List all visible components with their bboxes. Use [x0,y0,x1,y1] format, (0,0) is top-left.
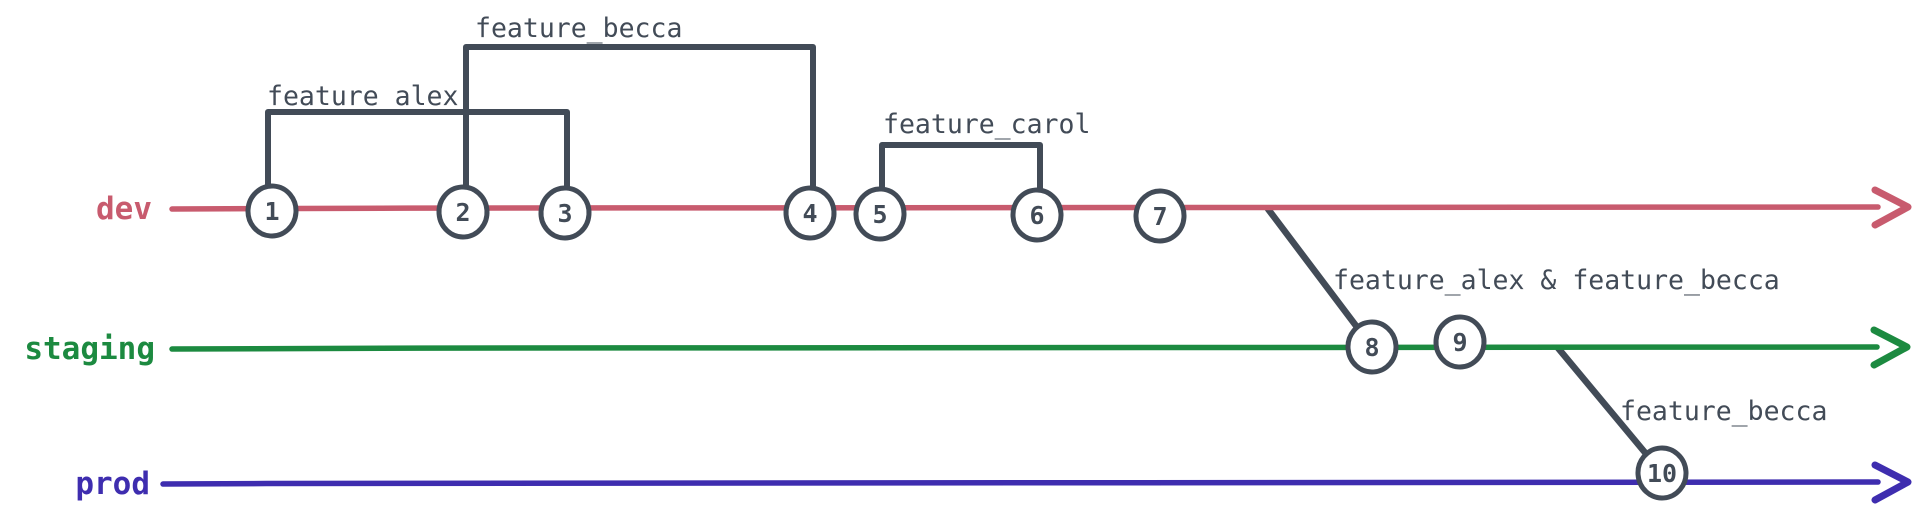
branch-label-prod: prod [75,466,150,502]
feature-bracket [879,142,1043,194]
commit-number-2: 2 [455,198,470,227]
feature-bracket-label: feature_becca [475,13,682,44]
commit-number-8: 8 [1364,333,1379,362]
commit-number-9: 9 [1452,328,1467,357]
feature-bracket-label: feature_alex [267,81,458,112]
branch-line-dev [169,204,1881,212]
commit-node-5 [853,186,907,242]
commit-number-6: 6 [1029,201,1044,230]
commit-node-6 [1010,187,1064,243]
commit-number-1: 1 [264,197,279,226]
feature-bracket [265,109,570,192]
commit-node-7 [1133,188,1187,244]
commit-node-4 [783,185,837,241]
commit-node-3 [538,185,592,241]
commit-node-8 [1345,319,1399,375]
commit-node-1 [245,183,299,239]
commit-node-9 [1433,314,1487,370]
feature-bracket [463,44,816,192]
branch-line-staging [169,344,1880,352]
commit-node-2 [436,184,490,240]
merge-label: feature_alex & feature_becca [1333,265,1780,296]
commit-number-7: 7 [1152,202,1167,231]
commit-node-10 [1635,445,1689,501]
arrow-icon-prod [1871,461,1912,504]
branch-label-dev: dev [96,191,152,227]
commit-number-3: 3 [557,199,572,228]
merge-label: feature_becca [1620,396,1827,427]
commit-number-4: 4 [802,199,817,228]
commit-number-10: 10 [1647,459,1677,488]
commit-number-5: 5 [872,200,887,229]
branch-line-prod [160,479,1881,487]
branch-label-staging: staging [24,331,155,367]
arrow-icon-staging [1870,326,1911,369]
arrow-icon-dev [1871,186,1912,229]
merge-line [1264,205,1376,351]
feature-bracket-label: feature_carol [883,109,1090,140]
